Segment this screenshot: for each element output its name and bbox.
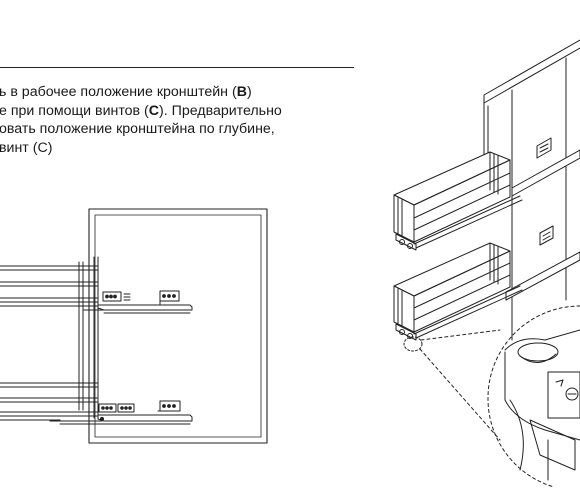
shelf-upper [512,150,580,196]
lower-slide-bracket [50,415,192,424]
cabinet-top-panel [484,40,580,103]
screw-label-c: C [148,102,160,119]
bracket-upper-left [103,292,130,301]
instruction-line-2-end: ). Предварительно [159,102,282,119]
instruction-line-1-text: ь в рабочее положение кронштейн ( [0,84,237,100]
instruction-line-2: е при помощи винтов (C). Предварительно [0,102,359,121]
shelf-lower [506,252,580,300]
isometric-figure [394,40,580,440]
bracket-upper-right [160,291,179,305]
cabinet-inner-outline [95,215,261,437]
zoom-detail [488,306,580,487]
instruction-line-2-text: е при помощи винтов ( [0,102,149,119]
bracket-label-b: B [236,84,247,100]
instruction-line-3: овать положение кронштейна по глубине, [0,121,275,137]
instruction-line-1: ь в рабочее положение кронштейн (B) [0,83,359,102]
bracket-lower-right [158,401,180,411]
wall-plate [537,138,551,158]
instruction-text: ь в рабочее положение кронштейн (B) е пр… [0,83,359,157]
cabinet-outline [89,209,267,443]
cabinet-top-front-edge [484,48,580,103]
upper-basket [0,266,100,306]
instruction-line-4: винт (С) [0,139,53,156]
detail-leader-line [421,330,500,340]
upper-slide-bracket [84,305,192,313]
side-view-figure [0,209,267,443]
lower-basket [0,383,100,420]
detail-leader-line [420,349,500,440]
bracket-lower-left [99,404,134,412]
instruction-line-1-end: ) [246,84,252,100]
arrow-icon [556,380,563,386]
zoom-roller [518,343,558,361]
detail-marker-circle [404,337,422,351]
wall-plate [540,226,553,245]
iso-upper-basket [394,152,522,250]
iso-lower-basket [394,243,522,340]
header-rule [0,67,354,68]
